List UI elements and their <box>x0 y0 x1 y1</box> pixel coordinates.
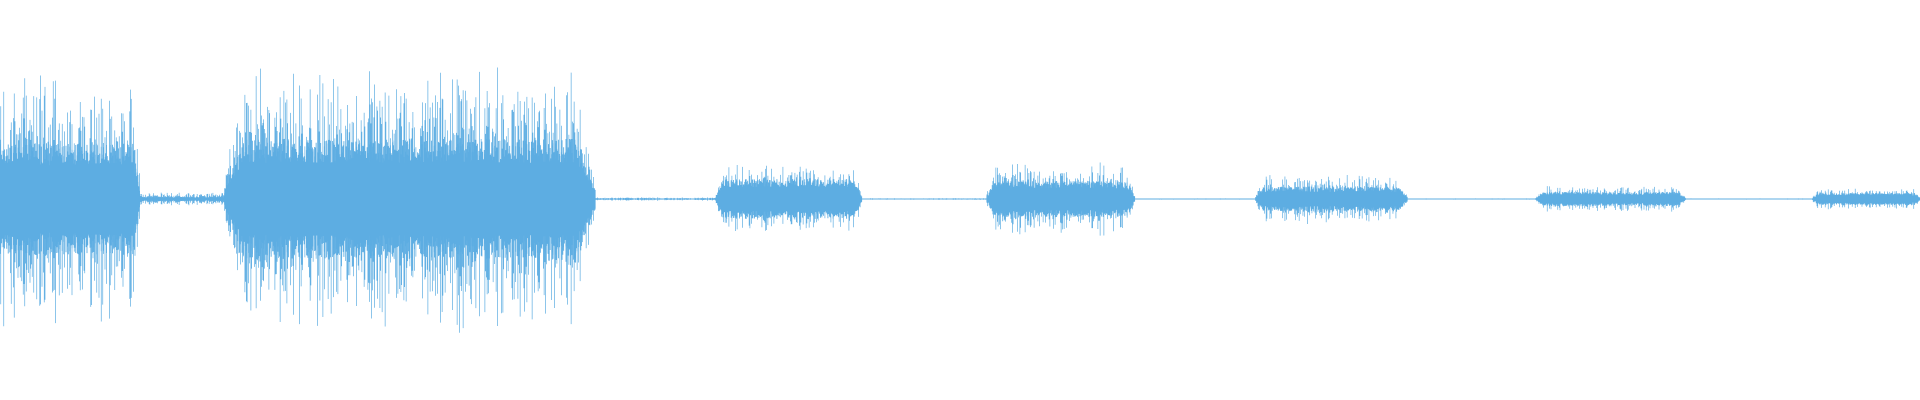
waveform-body-lines <box>0 139 1920 259</box>
waveform-body <box>0 139 1920 259</box>
